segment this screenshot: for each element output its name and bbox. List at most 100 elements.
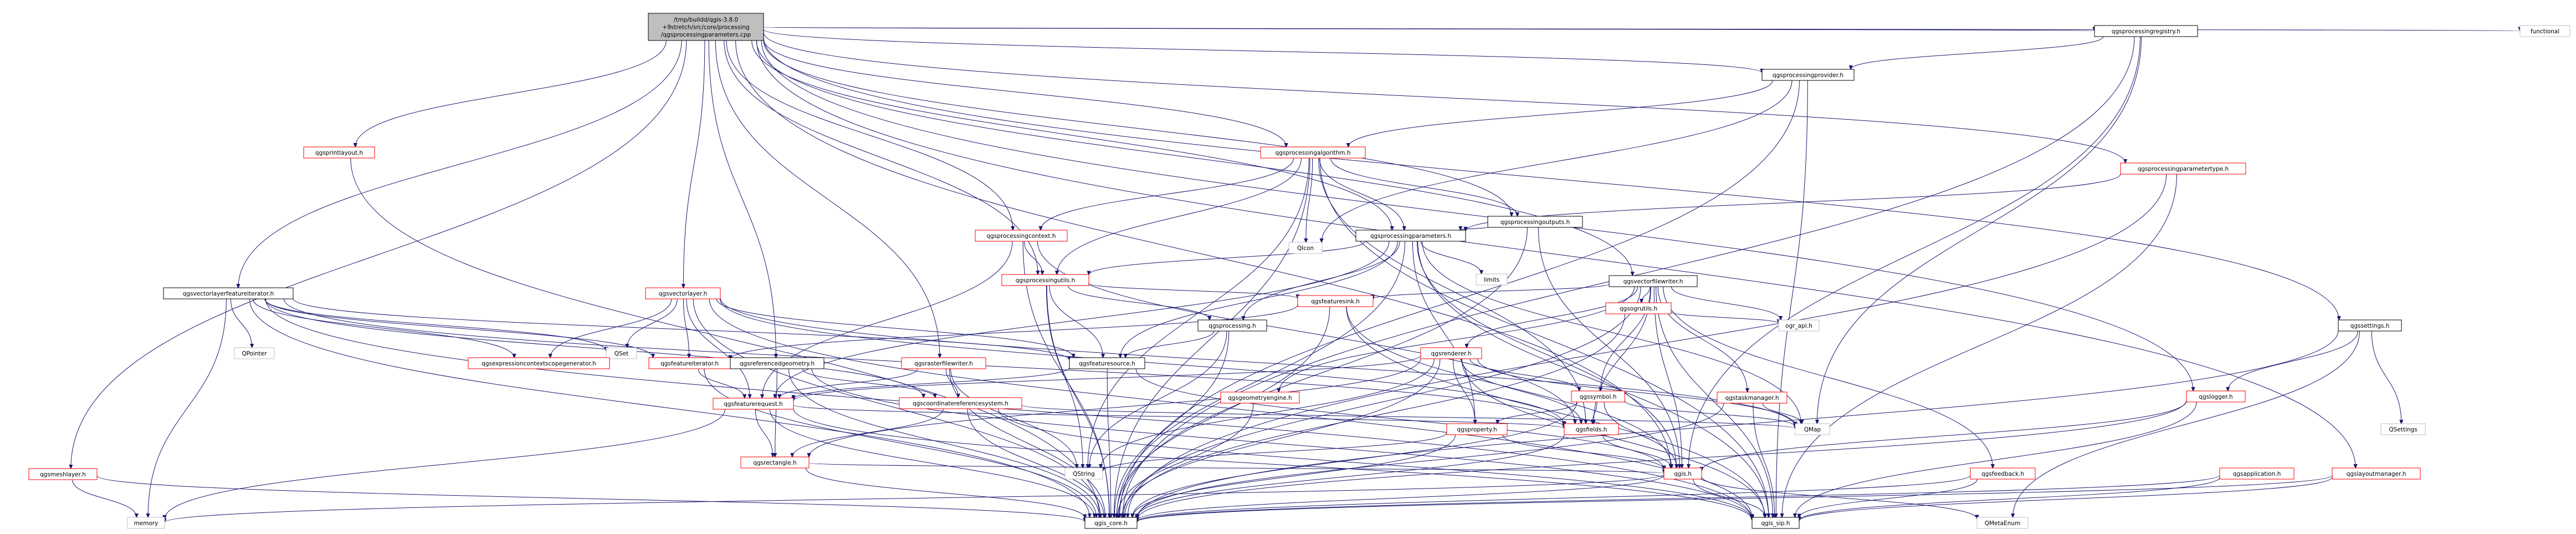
node-box-refgeom [730,357,824,369]
node-rectangle[interactable]: qgsrectangle.h [740,456,810,469]
edge-paramtype-to-qgiscore [1128,174,2167,517]
edge-algorithm-to-params [1319,157,1404,230]
edge-crs-to-qgissip [998,408,1752,520]
edge-rfw-to-qstring [950,368,1077,468]
node-qgissip[interactable]: qgis_sip.h [1752,517,1800,529]
node-processing[interactable]: qgsprocessing.h [1197,319,1267,332]
node-registry[interactable]: qgsprocessingregistry.h [2094,25,2198,37]
node-box-vfw [1609,275,1698,287]
node-label-root: /qgsprocessingparameters.cpp [661,32,751,38]
node-params[interactable]: qgsprocessingparameters.h [1355,230,1466,242]
node-box-fields [1564,423,1619,435]
node-renderer[interactable]: qgsrenderer.h [1420,347,1482,359]
node-algorithm[interactable]: qgsprocessingalgorithm.h [1260,146,1366,159]
edge-algorithm-to-utils [1057,157,1302,274]
node-box-rfw [901,357,986,369]
node-vfw[interactable]: qgsvectorfilewriter.h [1609,275,1698,287]
node-geomengine[interactable]: qgsgeometryengine.h [1220,391,1300,404]
node-box-layoutmanager [2332,467,2421,480]
edge-refgeom-to-qgiscore [788,368,1099,517]
node-qgiscore[interactable]: qgis_core.h [1084,517,1138,529]
edge-paramtype-to-qgissip [1782,174,2177,517]
edge-root-to-printlayout [355,40,667,147]
edge-root-to-qgsh [735,40,1671,468]
node-paramtype[interactable]: qgsprocessingparametertype.h [2120,162,2246,175]
edge-vfw-to-ogrutils [1641,286,1651,303]
node-box-vlfi [163,287,294,299]
node-application[interactable]: qgsapplication.h [2219,467,2295,480]
edge-featuresink-to-featureiterator [730,304,1298,359]
node-box-qmap [1795,423,1830,435]
node-outputs[interactable]: qgsprocessingoutputs.h [1487,216,1583,228]
node-symbol[interactable]: qgssymbol.h [1571,390,1625,403]
node-box-renderer [1420,347,1482,359]
node-settings[interactable]: qgssettings.h [2338,319,2402,332]
edge-printlayout-to-qgiscore [350,157,1099,517]
edge-vectorlayer-to-qset [627,298,678,348]
edge-property-to-qgsh [1502,434,1664,470]
node-fields[interactable]: qgsfields.h [1564,423,1619,435]
node-box-qgissip [1752,517,1800,529]
edge-outputs-to-qgiscore [1119,227,1528,517]
edge-layoutmanager-to-qgissip [1799,477,2333,521]
edge-crs-to-qmap [1021,404,1795,429]
edge-logger-to-qgiscore [1137,400,2187,520]
node-box-qgsh [1663,467,1702,480]
node-provider[interactable]: qgsprocessingprovider.h [1761,69,1855,81]
edge-renderer-to-fields [1461,358,1581,424]
node-crs[interactable]: qgscoordinatereferencesystem.h [899,397,1022,409]
node-root[interactable]: /tmp/buildd/qgis-3.8.0+9stretch/src/core… [648,13,764,41]
node-box-featuresource [1069,357,1145,369]
node-box-settings [2338,319,2402,332]
edge-meshlayer-to-qgiscore [96,475,1085,522]
edge-rfw-to-crs [945,368,958,398]
edge-feedback-to-qgissip [1799,479,1978,518]
node-label-utils: qgsprocessingutils.h [1016,277,1075,284]
node-vectorlayer[interactable]: qgsvectorlayer.h [645,287,721,299]
node-layoutmanager[interactable]: qgslayoutmanager.h [2332,467,2421,480]
node-label-registry: qgsprocessingregistry.h [2112,28,2180,35]
edge-application-to-qgiscore [1137,475,2220,522]
node-featuresource[interactable]: qgsfeaturesource.h [1069,357,1145,369]
node-taskmanager[interactable]: qgstaskmanager.h [1717,391,1788,404]
node-ecsg[interactable]: qgsexpressioncontextscopegenerator.h [468,357,610,369]
nodes-layer: /tmp/buildd/qgis-3.8.0+9stretch/src/core… [28,13,2570,529]
node-meshlayer[interactable]: qgsmeshlayer.h [28,468,98,480]
edge-property-to-qstring [1103,432,1447,471]
node-label-crs: qgscoordinatereferencesystem.h [913,400,1008,407]
edge-qgsh-to-qgiscore [1137,475,1665,521]
edge-taskmanager-to-qgissip [1753,403,1775,517]
node-printlayout[interactable]: qgsprintlayout.h [303,146,375,159]
node-box-ogrutils [1605,302,1672,314]
node-featureiterator[interactable]: qgsfeatureiterator.h [648,357,731,369]
node-context[interactable]: qgsprocessingcontext.h [975,230,1068,242]
node-rfw[interactable]: qgsrasterfilewriter.h [901,357,986,369]
edge-renderer-to-featurerequest [793,355,1421,401]
node-feedback[interactable]: qgsfeedback.h [1970,467,2036,480]
node-box-meshlayer [28,468,98,480]
node-qgsh[interactable]: qgis.h [1663,467,1702,480]
edge-crs-to-qgiscore [967,408,1104,517]
node-vlfi[interactable]: qgsvectorlayerfeatureiterator.h [163,287,294,299]
node-refgeom[interactable]: qgsreferencedgeometry.h [730,357,824,369]
edge-registry-to-qgsh [1688,36,2141,468]
node-qmetaenum: QMetaEnum [1976,517,2029,529]
node-label-processing: qgsprocessing.h [1208,323,1256,329]
node-logger[interactable]: qgslogger.h [2186,390,2246,403]
node-featuresink[interactable]: qgsfeaturesink.h [1297,295,1374,307]
edge-featuresink-to-qgiscore [1117,306,1330,517]
node-label-feedback: qgsfeedback.h [1981,471,2024,477]
edge-vlfi-to-ecsg [252,298,514,358]
node-utils[interactable]: qgsprocessingutils.h [1001,274,1089,286]
node-box-outputs [1487,216,1583,228]
edge-vfw-to-qgsh [1653,286,1682,468]
node-featurerequest[interactable]: qgsfeaturerequest.h [713,398,794,410]
edges-layer [71,27,2520,522]
node-ogrutils[interactable]: qgsogrutils.h [1605,302,1672,314]
edge-logger-to-qgissip [1795,401,2197,517]
edge-provider-to-algorithm [1348,80,1773,147]
edge-params-to-qgiscore [1117,241,1406,517]
node-qstring: QString [1064,467,1103,480]
node-property[interactable]: qgsproperty.h [1446,423,1508,435]
node-box-paramtype [2120,162,2246,175]
